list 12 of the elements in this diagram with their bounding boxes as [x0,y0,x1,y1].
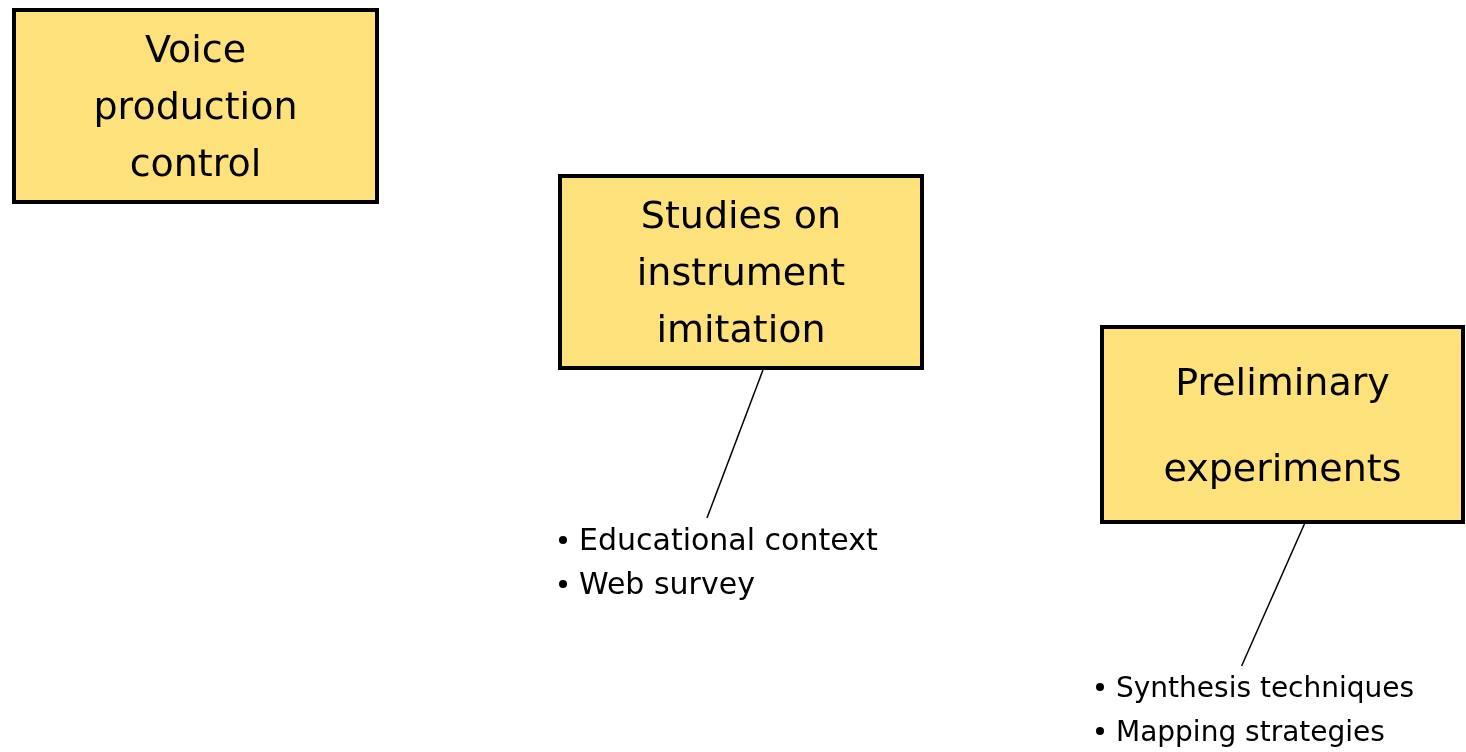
connector-line [1240,523,1306,667]
topic-box [558,174,924,370]
box-label: Preliminary experiments [1162,358,1403,492]
bullet-item: Educational context [579,522,878,557]
box-label: Studies on instrument imitation [635,191,847,353]
topic-box [12,8,379,204]
box-label: Voice production control [92,25,299,187]
bullet-item: Web survey [579,566,755,601]
bullet-item: Mapping strategies [1116,715,1385,748]
topic-box [1100,325,1465,524]
connector-line [706,369,764,519]
bullet-item: Synthesis techniques [1116,671,1415,704]
